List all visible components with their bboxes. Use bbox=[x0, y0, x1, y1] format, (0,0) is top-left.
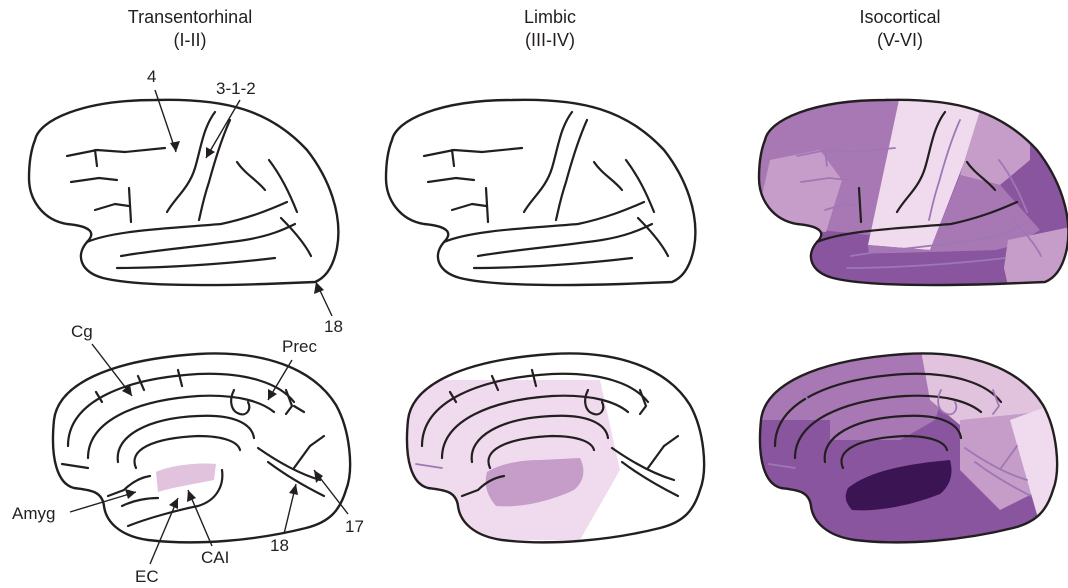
label-amyg: Amyg bbox=[12, 504, 55, 523]
arrowhead bbox=[206, 147, 215, 158]
lateral-outline bbox=[29, 100, 338, 285]
arrow-ec bbox=[150, 498, 178, 564]
label-area-4: 4 bbox=[147, 67, 156, 86]
arrow-amyg bbox=[70, 492, 136, 512]
medial-brain-stage-2 bbox=[395, 345, 710, 542]
lateral-brain-stage-2 bbox=[386, 100, 695, 285]
label-cg: Cg bbox=[71, 322, 93, 341]
arrowhead bbox=[289, 484, 298, 495]
arrowhead bbox=[187, 490, 196, 502]
medial-brain-stage-3 bbox=[750, 345, 1068, 545]
label-area-18-lateral: 18 bbox=[324, 317, 343, 336]
label-ec: EC bbox=[135, 567, 159, 586]
medial-outline bbox=[53, 353, 350, 542]
arrowhead bbox=[314, 470, 323, 483]
arrowhead bbox=[170, 141, 180, 152]
arrowhead bbox=[268, 389, 277, 400]
label-area-312: 3-1-2 bbox=[216, 79, 256, 98]
lateral-brain-stage-3 bbox=[750, 95, 1068, 295]
lateral-outline bbox=[386, 100, 695, 285]
arrow-area-312 bbox=[206, 100, 240, 158]
transentorhinal-region bbox=[156, 463, 216, 492]
label-prec: Prec bbox=[282, 337, 317, 356]
label-cai: CAI bbox=[201, 548, 229, 567]
arrowhead bbox=[314, 282, 324, 294]
lateral-brain-stage-1 bbox=[29, 100, 338, 285]
lateral-sulci bbox=[424, 112, 668, 268]
label-area-17: 17 bbox=[345, 517, 364, 536]
arrowhead bbox=[125, 489, 136, 499]
medial-brain-stage-1 bbox=[53, 353, 350, 542]
lateral-sulci bbox=[67, 112, 311, 268]
label-area-18-medial: 18 bbox=[270, 536, 289, 555]
